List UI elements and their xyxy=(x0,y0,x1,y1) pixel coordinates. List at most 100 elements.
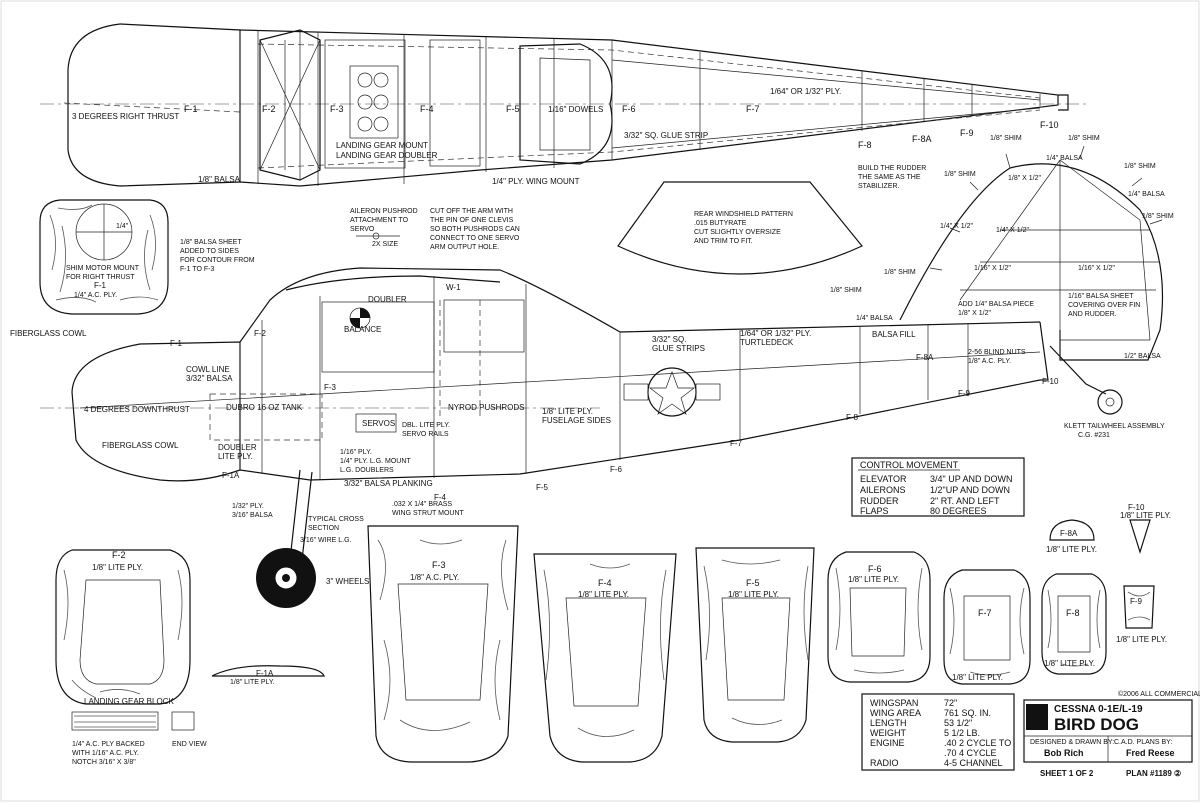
svg-text:1/4" PLY. WING MOUNT: 1/4" PLY. WING MOUNT xyxy=(492,177,580,186)
svg-text:SERVOS: SERVOS xyxy=(362,419,395,428)
svg-text:1/4" BALSA: 1/4" BALSA xyxy=(1128,191,1165,198)
svg-text:LANDING GEAR BLOCK: LANDING GEAR BLOCK xyxy=(84,697,174,706)
svg-text:1/8" SHIM: 1/8" SHIM xyxy=(830,287,862,294)
svg-text:2-56 BLIND NUTS: 2-56 BLIND NUTS xyxy=(968,349,1026,356)
svg-text:RADIO: RADIO xyxy=(870,758,899,768)
svg-text:1/2"UP AND DOWN: 1/2"UP AND DOWN xyxy=(930,485,1010,495)
svg-text:FOR RIGHT THRUST: FOR RIGHT THRUST xyxy=(66,274,135,281)
svg-text:3/32" BALSA PLANKING: 3/32" BALSA PLANKING xyxy=(344,479,433,488)
svg-text:1/8" LITE PLY.: 1/8" LITE PLY. xyxy=(92,563,143,572)
svg-text:F-5: F-5 xyxy=(536,483,549,492)
svg-text:2X SIZE: 2X SIZE xyxy=(372,241,398,248)
svg-text:FLAPS: FLAPS xyxy=(860,506,889,516)
svg-text:F-1A: F-1A xyxy=(222,471,240,480)
svg-text:CONNECT TO ONE SERVO: CONNECT TO ONE SERVO xyxy=(430,235,520,242)
top-view-fuselage xyxy=(40,23,1090,187)
svg-text:CESSNA 0-1E/L-19: CESSNA 0-1E/L-19 xyxy=(1054,704,1143,715)
svg-text:.40 2 CYCLE TO: .40 2 CYCLE TO xyxy=(944,738,1011,748)
svg-text:2" RT. AND LEFT: 2" RT. AND LEFT xyxy=(930,496,1000,506)
svg-text:SHIM MOTOR MOUNT: SHIM MOTOR MOUNT xyxy=(66,265,140,272)
svg-text:AILERONS: AILERONS xyxy=(860,485,906,495)
svg-text:3 DEGREES RIGHT THRUST: 3 DEGREES RIGHT THRUST xyxy=(72,112,179,121)
svg-text:©2006 ALL COMMERCIAL RIGHTS RE: ©2006 ALL COMMERCIAL RIGHTS RESERVED xyxy=(1118,690,1200,698)
part-f7: F-7 1/8" LITE PLY. xyxy=(943,569,1031,685)
svg-text:AND TRIM TO FIT.: AND TRIM TO FIT. xyxy=(694,238,753,245)
svg-text:LANDING GEAR MOUNT: LANDING GEAR MOUNT xyxy=(336,141,428,150)
part-f8: F-8 1/8" LITE PLY. xyxy=(1041,573,1107,675)
svg-text:3/32" SQ. GLUE STRIP: 3/32" SQ. GLUE STRIP xyxy=(624,131,708,140)
landing-gear-block: LANDING GEAR BLOCK END VIEW 1/4" A.C. PL… xyxy=(71,697,207,766)
svg-text:1/4" X 1/2": 1/4" X 1/2" xyxy=(996,227,1030,234)
svg-text:F-7: F-7 xyxy=(978,608,992,618)
svg-text:1/8" LITE PLY.: 1/8" LITE PLY. xyxy=(1120,511,1171,520)
svg-text:1/8" A.C. PLY.: 1/8" A.C. PLY. xyxy=(410,573,459,582)
svg-text:F-10: F-10 xyxy=(1040,120,1059,130)
svg-text:F-10: F-10 xyxy=(1042,377,1059,386)
svg-text:1/16" BALSA SHEET: 1/16" BALSA SHEET xyxy=(1068,293,1134,300)
svg-text:CONTROL MOVEMENT: CONTROL MOVEMENT xyxy=(860,460,959,470)
svg-text:.015 BUTYRATE: .015 BUTYRATE xyxy=(694,220,747,227)
svg-text:Bob Rich: Bob Rich xyxy=(1044,748,1084,758)
svg-text:1/8" SHIM: 1/8" SHIM xyxy=(1142,213,1174,220)
svg-text:DBL. LITE PLY.: DBL. LITE PLY. xyxy=(402,422,450,429)
svg-text:LITE PLY.: LITE PLY. xyxy=(218,452,253,461)
svg-text:F-1: F-1 xyxy=(94,281,107,290)
svg-text:1/8" LITE PLY.: 1/8" LITE PLY. xyxy=(542,407,593,416)
svg-text:F-9: F-9 xyxy=(958,389,971,398)
svg-text:1/8" A.C. PLY.: 1/8" A.C. PLY. xyxy=(968,358,1011,365)
svg-text:REAR WINDSHIELD PATTERN: REAR WINDSHIELD PATTERN xyxy=(694,211,793,218)
svg-text:1/4" A.C. PLY.: 1/4" A.C. PLY. xyxy=(74,292,117,299)
part-f3: F-3 1/8" A.C. PLY. xyxy=(367,525,519,763)
svg-text:AILERON PUSHROD: AILERON PUSHROD xyxy=(350,208,418,215)
svg-text:ADDED TO SIDES: ADDED TO SIDES xyxy=(180,248,239,255)
svg-text:1/8" X 1/2": 1/8" X 1/2" xyxy=(958,310,992,317)
specs-box: WINGSPAN 72" WING AREA 761 SQ. IN. LENGT… xyxy=(861,693,1015,771)
title-block: ©2006 ALL COMMERCIAL RIGHTS RESERVED CES… xyxy=(1023,690,1200,778)
svg-text:F-1: F-1 xyxy=(170,339,183,348)
svg-text:F-9: F-9 xyxy=(960,128,974,138)
svg-text:F-10: F-10 xyxy=(1128,503,1145,512)
svg-text:PLAN #1189 ②: PLAN #1189 ② xyxy=(1126,769,1181,778)
cowl-front-view: SHIM MOTOR MOUNT FOR RIGHT THRUST F-1 1/… xyxy=(10,199,169,338)
svg-text:NOTCH 3/16" X 3/8": NOTCH 3/16" X 3/8" xyxy=(72,759,136,766)
svg-text:1/8" SHIM: 1/8" SHIM xyxy=(1068,135,1100,142)
svg-text:COWL LINE: COWL LINE xyxy=(186,365,230,374)
svg-text:F-2: F-2 xyxy=(112,550,126,560)
svg-text:FIBERGLASS COWL: FIBERGLASS COWL xyxy=(102,441,179,450)
svg-text:L.G. DOUBLERS: L.G. DOUBLERS xyxy=(340,467,394,474)
svg-text:KLETT TAILWHEEL ASSEMBLY: KLETT TAILWHEEL ASSEMBLY xyxy=(1064,423,1165,430)
svg-text:FOR CONTOUR FROM: FOR CONTOUR FROM xyxy=(180,257,255,264)
svg-text:WITH 1/16" A.C. PLY.: WITH 1/16" A.C. PLY. xyxy=(72,750,139,757)
svg-text:3/32" BALSA: 3/32" BALSA xyxy=(186,374,233,383)
svg-text:3" WHEELS: 3" WHEELS xyxy=(326,577,369,586)
svg-text:1/16" DOWELS: 1/16" DOWELS xyxy=(548,105,603,114)
svg-text:F-1A: F-1A xyxy=(256,669,274,678)
svg-text:1/32" PLY.: 1/32" PLY. xyxy=(232,503,264,510)
svg-text:F-4: F-4 xyxy=(598,578,612,588)
svg-text:END VIEW: END VIEW xyxy=(172,741,207,748)
svg-text:SECTION: SECTION xyxy=(308,525,339,532)
svg-text:SO BOTH PUSHRODS CAN: SO BOTH PUSHRODS CAN xyxy=(430,226,520,233)
svg-text:FUSELAGE SIDES: FUSELAGE SIDES xyxy=(542,416,611,425)
svg-text:F-8A: F-8A xyxy=(1060,529,1078,538)
svg-text:1/8" LITE PLY.: 1/8" LITE PLY. xyxy=(952,673,1003,682)
part-f9: F-9 1/8" LITE PLY. xyxy=(1116,585,1167,644)
svg-text:1/8" LITE PLY.: 1/8" LITE PLY. xyxy=(848,575,899,584)
svg-text:1/4" X 1/2": 1/4" X 1/2" xyxy=(940,223,974,230)
svg-text:C.A.D. PLANS BY:: C.A.D. PLANS BY: xyxy=(1114,739,1172,746)
svg-text:F-5: F-5 xyxy=(506,104,520,114)
svg-text:TYPICAL CROSS: TYPICAL CROSS xyxy=(308,516,364,523)
svg-text:1/8" LITE PLY.: 1/8" LITE PLY. xyxy=(728,590,779,599)
svg-text:BIRD DOG: BIRD DOG xyxy=(1054,715,1139,734)
svg-text:1/8" LITE PLY.: 1/8" LITE PLY. xyxy=(1116,635,1167,644)
svg-text:3/32" SQ.: 3/32" SQ. xyxy=(652,335,686,344)
part-f5: F-5 1/8" LITE PLY. xyxy=(695,547,815,743)
svg-text:1/8" LITE PLY.: 1/8" LITE PLY. xyxy=(578,590,629,599)
svg-text:1/8" SHIM: 1/8" SHIM xyxy=(1124,163,1156,170)
part-f6: F-6 1/8" LITE PLY. xyxy=(827,551,931,683)
svg-text:1/4" A.C. PLY BACKED: 1/4" A.C. PLY BACKED xyxy=(72,741,145,748)
svg-text:F-6: F-6 xyxy=(622,104,636,114)
svg-text:F-6: F-6 xyxy=(868,564,882,574)
svg-text:1/8" LITE PLY.: 1/8" LITE PLY. xyxy=(1046,545,1097,554)
